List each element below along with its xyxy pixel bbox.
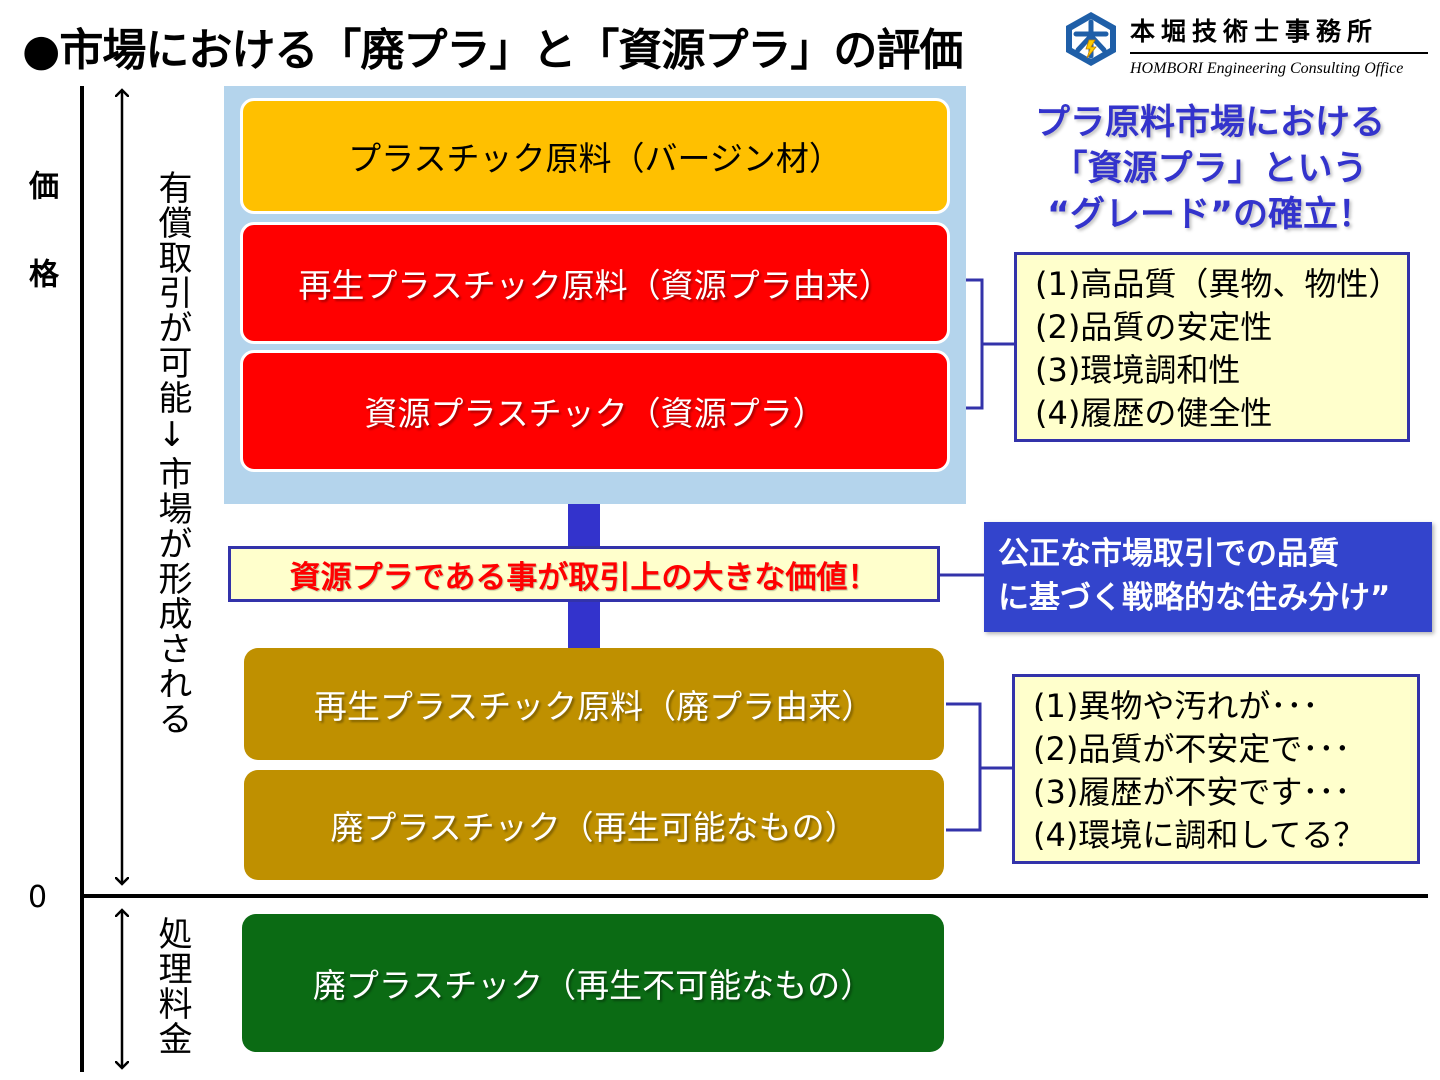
list-item: (4)環境に調和してる？ <box>1033 816 1366 854</box>
zero-label: 0 <box>28 880 48 915</box>
recycled-from-waste-block: 再生プラスチック原料（廃プラ由来） <box>244 648 944 760</box>
grade-heading-line: プラ原料市場における <box>1034 103 1385 143</box>
strategy-box: 公正な市場取引での品質 に基づく戦略的な住み分け” <box>984 522 1432 632</box>
company-subtitle: HOMBORI Engineering Consulting Office <box>1130 60 1404 77</box>
list-item: (1)異物や汚れが･･･ <box>1033 687 1319 725</box>
problem-bracket <box>946 702 1014 832</box>
company-name: 本堀技術士事務所 <box>1130 17 1379 46</box>
list-item: (3)環境調和性 <box>1035 351 1241 389</box>
list-item: (4)履歴の健全性 <box>1035 394 1273 432</box>
grade-heading-line: “グレード”の確立！ <box>1046 195 1373 235</box>
strategy-line: に基づく戦略的な住み分け” <box>998 580 1391 616</box>
grade-heading-line: 「資源プラ」という <box>1052 149 1368 189</box>
strategy-line: 公正な市場取引での品質 <box>998 536 1339 572</box>
recycled-from-resource-block: 再生プラスチック原料（資源プラ由来） <box>240 222 950 344</box>
logo-divider <box>1130 52 1428 54</box>
disposal-range-label: 処理料金 <box>152 916 192 1056</box>
resource-plastic-block: 資源プラスチック（資源プラ） <box>240 350 950 472</box>
virgin-material-block: プラスチック原料（バージン材） <box>240 98 950 214</box>
quality-criteria-box: (1)高品質（異物、物性） (2)品質の安定性 (3)環境調和性 (4)履歴の健… <box>1014 252 1410 442</box>
grade-heading: プラ原料市場における 「資源プラ」という “グレード”の確立！ <box>1000 100 1420 238</box>
tree-lightning-logo-icon <box>1066 12 1116 66</box>
list-item: (2)品質の安定性 <box>1035 308 1273 346</box>
list-item: (3)履歴が不安です･･･ <box>1033 773 1351 811</box>
company-logo: 本堀技術士事務所 HOMBORI Engineering Consulting … <box>1062 8 1434 78</box>
waste-problems-box: (1)異物や汚れが･･･ (2)品質が不安定で･･･ (3)履歴が不安です･･･… <box>1012 674 1420 864</box>
market-range-label: 有償取引が可能↓市場が形成される <box>152 170 192 736</box>
waste-non-recyclable-block: 廃プラスチック（再生不可能なもの） <box>242 914 944 1052</box>
list-item: (1)高品質（異物、物性） <box>1035 265 1401 303</box>
price-axis-label: 価格 <box>23 170 58 346</box>
waste-recyclable-block: 廃プラスチック（再生可能なもの） <box>244 770 944 880</box>
list-item: (2)品質が不安定で･･･ <box>1033 730 1351 768</box>
page-title: ●市場における「廃プラ」と「資源プラ」の評価 <box>22 25 963 76</box>
value-banner: 資源プラである事が取引上の大きな価値！ <box>228 546 940 602</box>
